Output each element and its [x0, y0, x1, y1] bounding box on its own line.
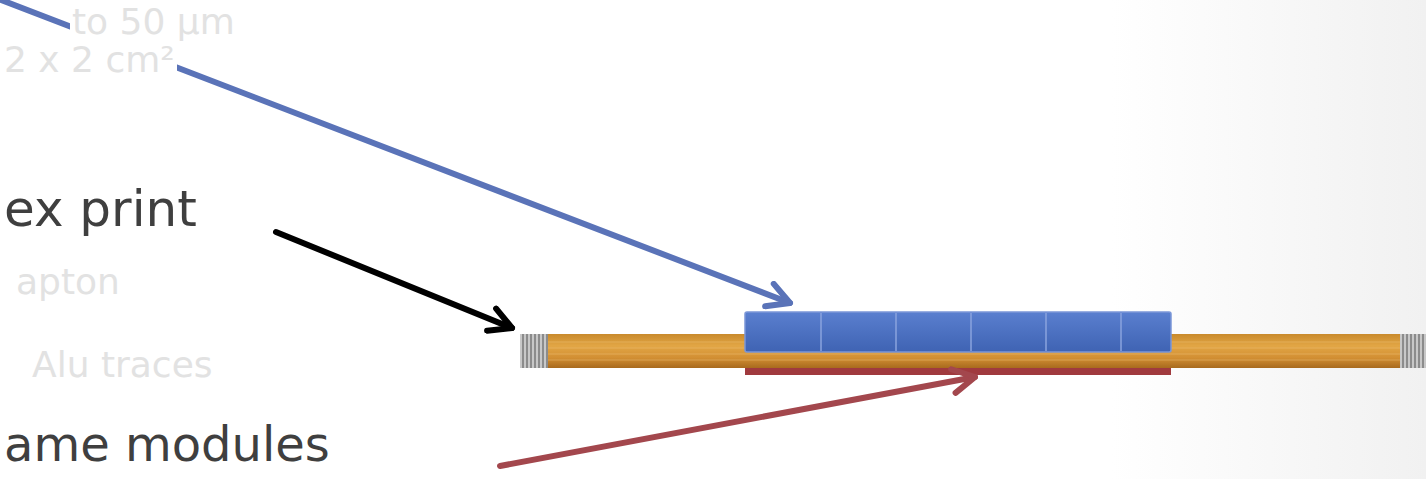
connector-pads-left — [520, 334, 548, 368]
bullet-text: ex print — [2, 180, 199, 238]
label-holder: 2 x 2 cm² — [2, 40, 177, 80]
leader-arrow — [276, 232, 512, 328]
label-holder: ex print — [2, 182, 199, 237]
sensor-chips — [745, 312, 1171, 352]
label-holder: ame modules — [2, 418, 332, 471]
faded-bullet-text: Alu traces — [30, 344, 215, 385]
faded-bullet-text: apton — [14, 261, 122, 302]
leader-arrow — [0, 0, 790, 303]
label-holder: Alu traces — [30, 345, 215, 385]
label-holder: to 50 µm — [70, 2, 237, 42]
leader-arrow — [500, 377, 975, 466]
faded-bullet-text: 2 x 2 cm² — [2, 39, 177, 80]
faded-bullet-text: to 50 µm — [70, 1, 237, 42]
label-holder: apton — [14, 262, 122, 302]
connector-pads-right — [1400, 334, 1426, 368]
bullet-text: ame modules — [2, 416, 332, 472]
frame-module-strip — [745, 368, 1171, 375]
